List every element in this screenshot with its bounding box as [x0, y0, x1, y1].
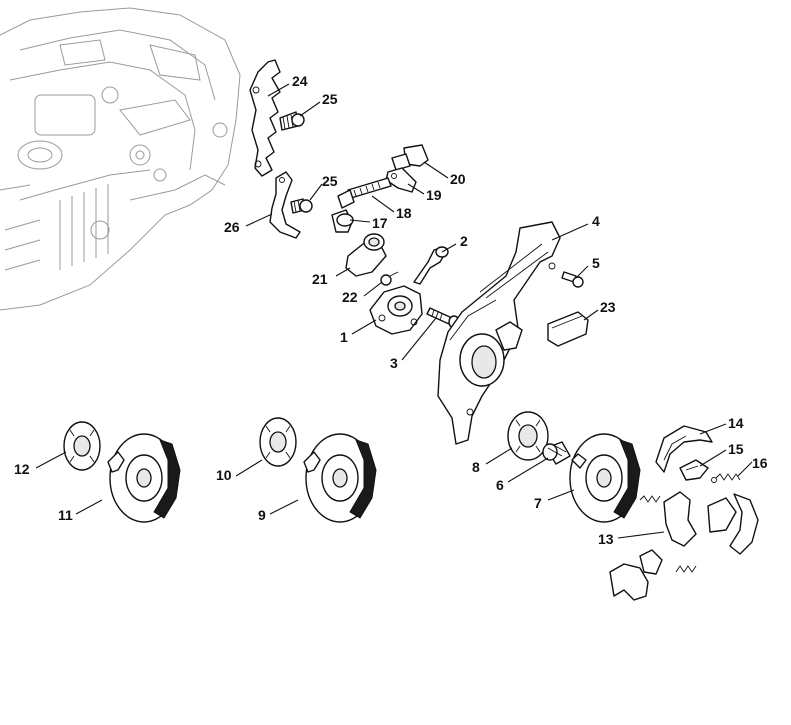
clutch-assembly-13 [609, 491, 759, 601]
callout-5: 5 [592, 255, 600, 271]
clutch-drum-9 [303, 433, 377, 523]
callout-17: 17 [372, 215, 388, 231]
callout-26: 26 [224, 219, 240, 235]
callout-15: 15 [728, 441, 744, 457]
bumper-spike-plate [249, 59, 281, 177]
callout-12: 12 [14, 461, 30, 477]
tensioner-slide-20 [391, 144, 429, 171]
clutch-drum-11 [107, 433, 181, 523]
clutch-part-15 [679, 459, 709, 481]
callout-23: 23 [600, 299, 616, 315]
leader-lines [35, 83, 753, 539]
rim-sprocket-10 [259, 417, 297, 467]
callout-4: 4 [592, 213, 600, 229]
clutch-drum-7 [569, 433, 641, 523]
callout-19: 19 [426, 187, 442, 203]
callout-20: 20 [450, 171, 466, 187]
clutch-shoe-14 [655, 425, 713, 473]
callout-6: 6 [496, 477, 504, 493]
screw-5 [561, 271, 584, 288]
callout-14: 14 [728, 415, 744, 431]
oil-pipe-2 [413, 246, 449, 285]
callout-25-lower: 25 [322, 173, 338, 189]
rim-sprocket-12 [63, 421, 101, 471]
callout-18: 18 [396, 205, 412, 221]
callout-10: 10 [216, 467, 232, 483]
sprocket-cover-plate-4 [437, 221, 561, 445]
adjusting-screw-18 [337, 177, 392, 209]
callout-labels: 24 25 25 26 20 19 18 17 2 21 22 1 3 4 5 … [14, 73, 768, 547]
callout-8: 8 [472, 459, 480, 475]
needle-bearing-6 [542, 441, 571, 465]
bracket-26 [269, 171, 301, 239]
callout-13: 13 [598, 531, 614, 547]
callout-21: 21 [312, 271, 328, 287]
callout-3: 3 [390, 355, 398, 371]
screw-22 [380, 271, 399, 286]
spring-16 [711, 473, 741, 483]
oil-pump-1 [369, 285, 423, 335]
callout-2: 2 [460, 233, 468, 249]
screw-25-lower [290, 198, 313, 214]
callout-1: 1 [340, 329, 348, 345]
callout-16: 16 [752, 455, 768, 471]
callout-24: 24 [292, 73, 308, 89]
gear-17 [331, 209, 354, 233]
callout-7: 7 [534, 495, 542, 511]
callout-22: 22 [342, 289, 358, 305]
worm-21 [345, 233, 387, 277]
tensioner-plate-19 [385, 167, 417, 193]
callout-25-upper: 25 [322, 91, 338, 107]
cap-23 [547, 311, 589, 347]
screw-25-upper [279, 111, 305, 131]
callout-9: 9 [258, 507, 266, 523]
rim-sprocket-8 [507, 411, 549, 461]
engine-housing [0, 7, 241, 311]
callout-11: 11 [58, 507, 73, 523]
